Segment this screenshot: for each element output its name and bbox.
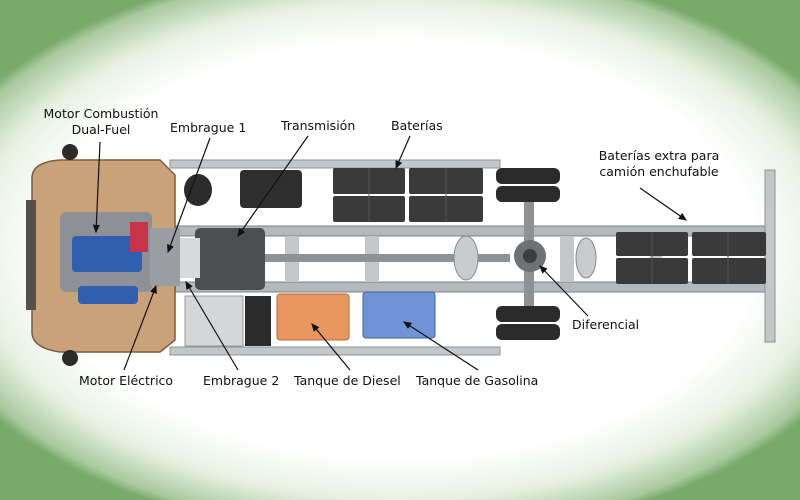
main-batteries <box>333 168 483 222</box>
leader-arrows <box>92 135 687 371</box>
label-diferencial: Diferencial <box>572 317 640 332</box>
transmission <box>180 170 302 290</box>
cab <box>26 144 180 366</box>
differential <box>514 240 546 272</box>
extra-batteries <box>616 232 766 284</box>
wheels <box>496 168 560 340</box>
label-transmision: Transmisión <box>281 118 356 133</box>
label-tanque-gasolina: Tanque de Gasolina <box>416 373 539 388</box>
label-embrague-1: Embrague 1 <box>170 120 247 135</box>
label-baterias: Baterías <box>391 118 443 133</box>
label-tanque-diesel: Tanque de Diesel <box>294 373 401 388</box>
label-motor-combustion: Motor Combustión Dual-Fuel <box>43 106 159 137</box>
fuel-tanks <box>184 235 597 347</box>
label-baterias-extra: Baterías extra para camión enchufable <box>598 148 720 179</box>
label-embrague-2: Embrague 2 <box>203 373 280 388</box>
label-motor-electrico: Motor Eléctrico <box>79 373 174 388</box>
